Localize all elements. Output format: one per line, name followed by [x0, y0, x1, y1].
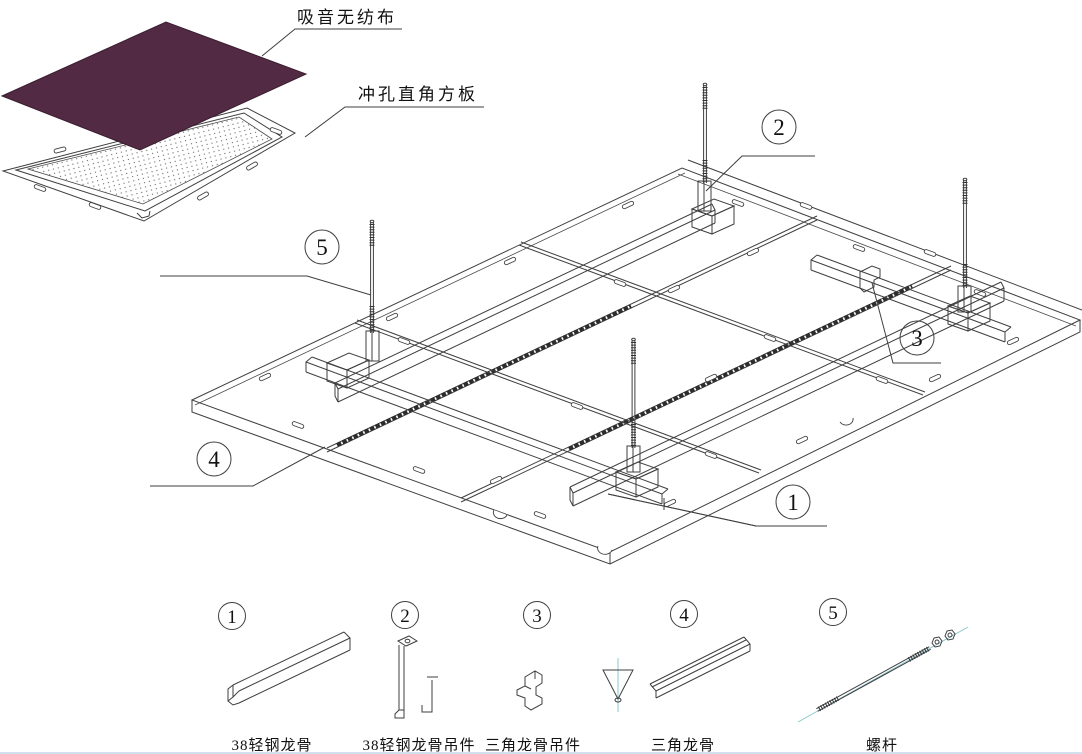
keel-hanger [957, 285, 972, 313]
panel-slots [258, 198, 1020, 520]
legend-3-label: 三角龙骨吊件 [485, 737, 581, 754]
callout-5: 5 [160, 229, 372, 296]
triangle-keel-rail [336, 304, 632, 447]
keel-hanger [365, 330, 380, 362]
threaded-rod [631, 337, 636, 448]
main-keel-1 [334, 203, 716, 403]
callout-4-number: 4 [208, 447, 220, 472]
keel-hanger-glyph [394, 635, 438, 719]
grid-callouts: 1 2 3 4 5 [150, 109, 941, 527]
legend-2-label: 38轻钢龙骨吊件 [362, 737, 475, 754]
keel-blocks [325, 198, 992, 498]
legend-1-label: 38轻钢龙骨 [231, 737, 312, 754]
panel-seams [326, 215, 952, 503]
triangle-keel-rail [568, 284, 913, 451]
panel-label: 冲孔直角方板 [358, 85, 478, 104]
keel-block [614, 461, 660, 498]
fabric-label: 吸音无纺布 [297, 8, 397, 27]
legend-2-number: 2 [400, 606, 410, 627]
keel-hanger [626, 445, 641, 473]
keel-block [946, 295, 992, 332]
legend-item-1: 1 38轻钢龙骨 [218, 602, 351, 754]
cross-rail-2 [810, 254, 1012, 343]
threaded-rods [369, 82, 968, 448]
threaded-rod [702, 82, 708, 183]
fabric-sheet [0, 21, 308, 151]
exploded-panel-assembly: 吸音无纺布 冲孔直角方板 [0, 8, 484, 222]
legend: 1 38轻钢龙骨 2 38轻钢 [218, 598, 969, 754]
legend-item-3: 3 三角龙骨吊件 [485, 601, 581, 754]
triangle-clip-glyph [516, 670, 543, 711]
keel-hangers [365, 180, 972, 473]
main-keel-2 [569, 281, 1005, 507]
callout-2: 2 [705, 109, 815, 192]
legend-5-number: 5 [828, 603, 838, 624]
threaded-rod [962, 177, 968, 288]
legend-4-label: 三角龙骨 [651, 737, 715, 754]
legend-item-4: 4 三角龙骨 [602, 600, 751, 754]
keel-block [690, 198, 736, 235]
cross-rails [305, 254, 1012, 510]
legend-3-number: 3 [532, 606, 542, 627]
callout-2-number: 2 [773, 115, 785, 140]
legend-4-number: 4 [679, 605, 689, 626]
keel-block [325, 352, 371, 389]
legend-1-number: 1 [227, 607, 237, 628]
panel-label-leader: 冲孔直角方板 [304, 85, 484, 138]
callout-3: 3 [871, 282, 941, 364]
threaded-rod [369, 219, 375, 333]
legend-item-5: 5 螺杆 [797, 598, 969, 754]
callout-4: 4 [150, 441, 326, 487]
callout-3-number: 3 [911, 326, 923, 351]
callout-1-number: 1 [787, 490, 799, 515]
legend-5-label: 螺杆 [866, 737, 898, 754]
ceiling-grid-view: 1 2 3 4 5 [150, 82, 1082, 565]
panel-field-rim [190, 159, 1082, 565]
callout-5-number: 5 [316, 235, 328, 260]
fabric-label-leader: 吸音无纺布 [261, 8, 402, 57]
triangle-keel-glyph [602, 636, 751, 712]
steel-keel-glyph [227, 631, 351, 706]
screw-rod-glyph [797, 626, 969, 723]
callout-1: 1 [607, 484, 827, 527]
legend-item-2: 2 38轻钢龙骨吊件 [362, 601, 475, 754]
triangle-keel-clip [859, 265, 881, 293]
